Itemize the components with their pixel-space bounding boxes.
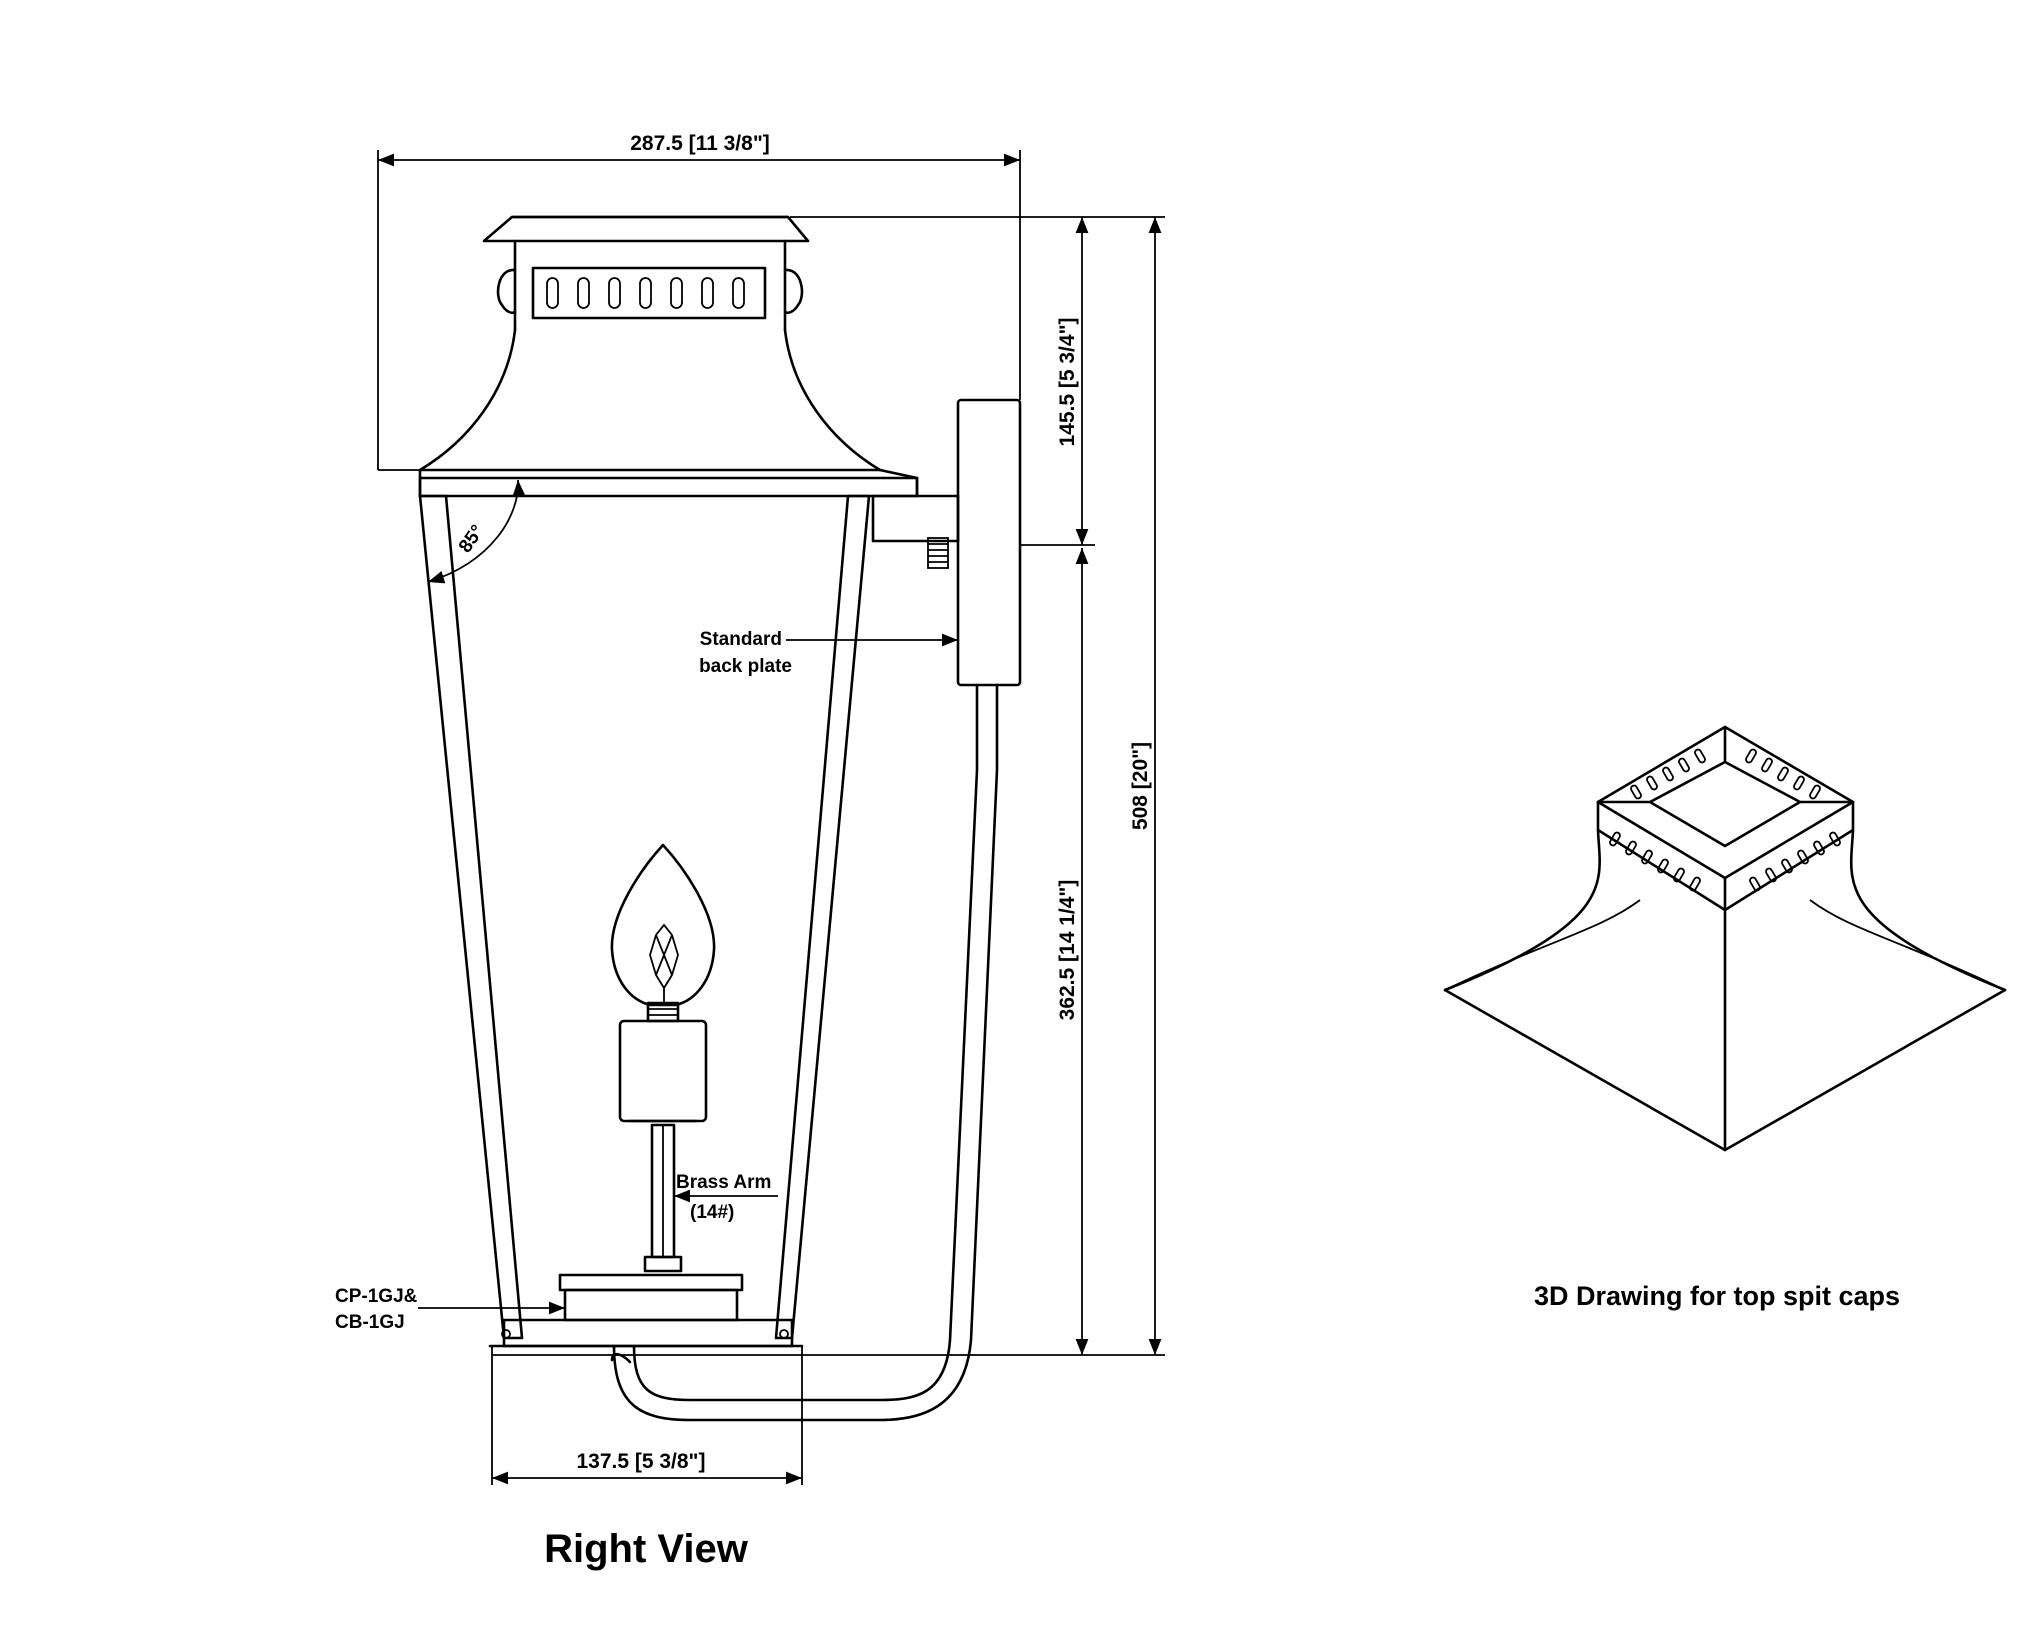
dim-overall-height-label: 508 [20"] xyxy=(1129,742,1152,830)
callout-back-plate-line2: back plate xyxy=(699,656,792,677)
support-arm xyxy=(610,683,999,1422)
lantern-right-view: 85° xyxy=(335,132,1165,1571)
lantern-frame xyxy=(418,494,871,1348)
cap-3d-caption: 3D Drawing for top spit caps xyxy=(1534,1281,1900,1311)
callout-brass-arm-line2: (14#) xyxy=(690,1202,734,1223)
dim-top-height-label: 145.5 [5 3/4"] xyxy=(1056,317,1079,446)
back-plate xyxy=(956,398,1022,687)
callout-back-plate: Standard back plate xyxy=(699,629,958,677)
dim-overall-width-label: 287.5 [11 3/8"] xyxy=(630,132,770,155)
callout-cp-line2: CB-1GJ xyxy=(335,1312,405,1333)
cap-vent-slots xyxy=(1609,748,1841,892)
top-cap xyxy=(418,215,882,472)
dim-overall-width: 287.5 [11 3/8"] xyxy=(377,132,1021,471)
callout-brass-arm: Brass Arm (14#) xyxy=(674,1172,778,1223)
dim-top-height: 145.5 [5 3/4"] xyxy=(790,216,1165,546)
dim-lower-height: 362.5 [14 1/4"] xyxy=(1056,548,1089,1355)
right-view-title: Right View xyxy=(544,1527,749,1571)
callout-cp-cb: CP-1GJ& CB-1GJ xyxy=(335,1286,565,1333)
frame-top-plate xyxy=(418,476,919,498)
dim-overall-height: 508 [20"] xyxy=(492,217,1165,1356)
callout-back-plate-line1: Standard xyxy=(700,629,782,650)
candle-bulb xyxy=(558,843,744,1322)
wall-bracket xyxy=(871,476,960,569)
dim-base-width: 137.5 [5 3/8"] xyxy=(491,1346,803,1485)
dim-base-width-label: 137.5 [5 3/8"] xyxy=(576,1450,705,1473)
dim-lower-height-label: 362.5 [14 1/4"] xyxy=(1056,880,1079,1021)
cap-3d-drawing: 3D Drawing for top spit caps xyxy=(1443,725,2007,1311)
callout-brass-arm-line1: Brass Arm xyxy=(676,1172,771,1193)
callout-cp-line1: CP-1GJ& xyxy=(335,1286,418,1307)
